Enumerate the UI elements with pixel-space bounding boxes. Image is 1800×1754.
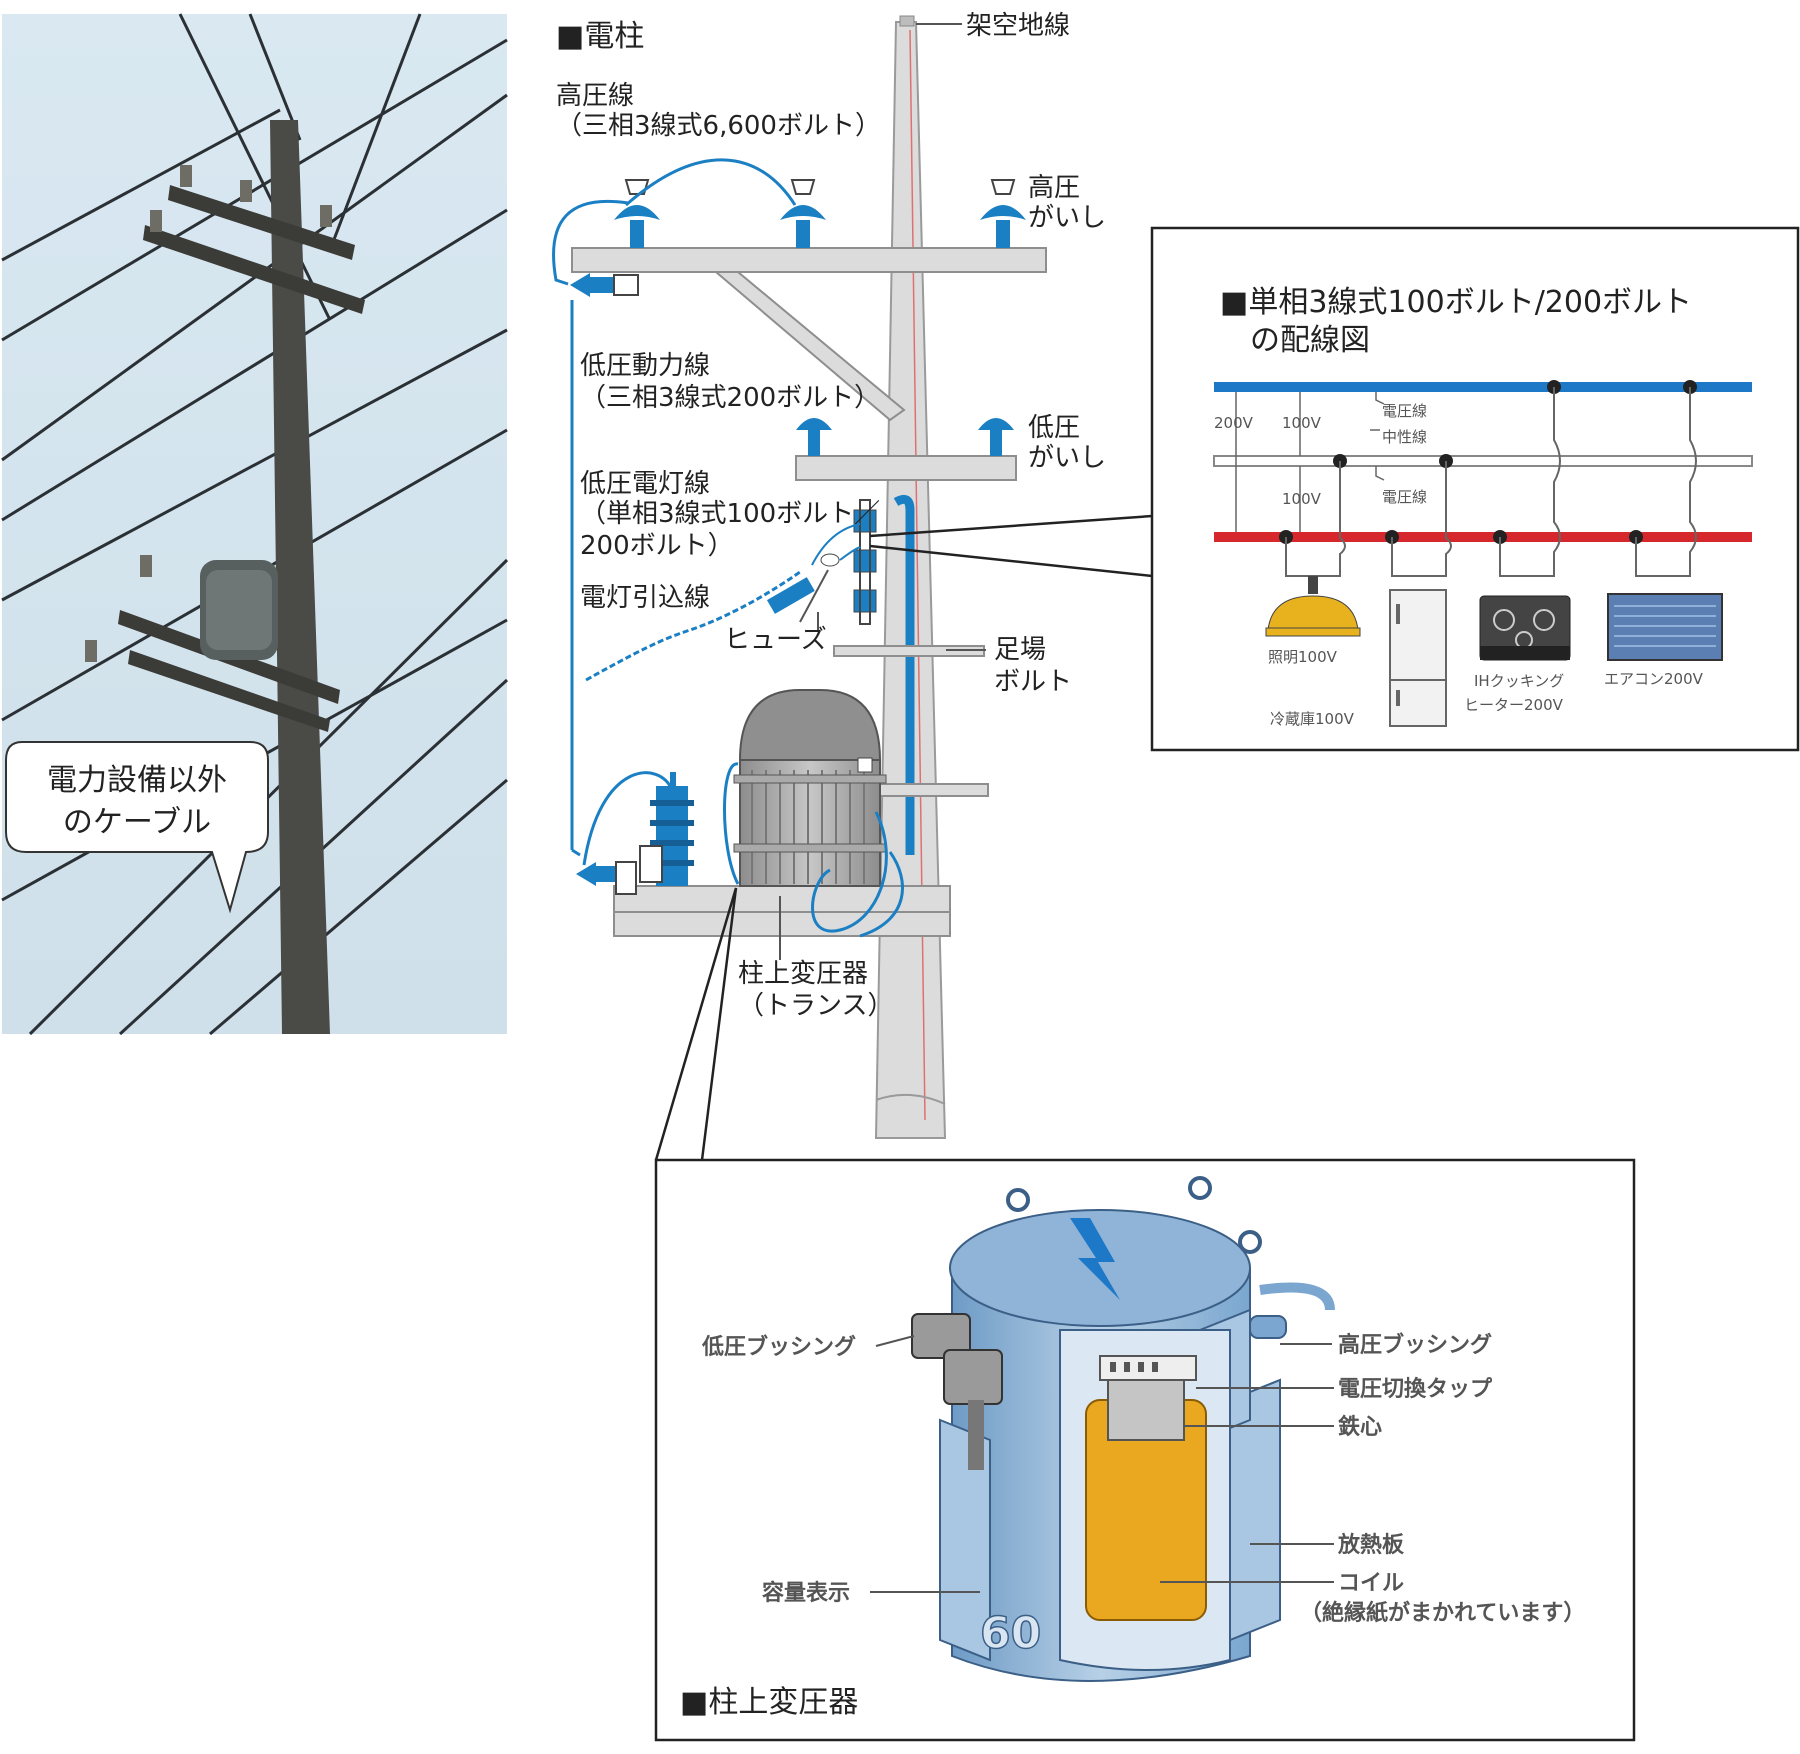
appliance-fridge-label: 冷蔵庫100V (1270, 710, 1355, 728)
iron-core (1107, 1379, 1185, 1441)
refrigerator-icon (1389, 589, 1447, 727)
cutout-switch (576, 772, 694, 895)
hv-bushing-label: 高圧ブッシング (1338, 1332, 1492, 1358)
transformer-cutaway: 60 (911, 1176, 1335, 1682)
lv-light-label-1: 低圧電灯線 (580, 469, 710, 499)
dim-100v-lower: 100V (1282, 490, 1322, 508)
step-bolt-label-2: ボルト (994, 667, 1072, 697)
service-drop-label: 電灯引込線 (580, 583, 710, 613)
capacity-label: 容量表示 (762, 1580, 850, 1606)
voltage-wire-bottom (1214, 532, 1752, 542)
ground-wire-label: 架空地線 (966, 11, 1070, 41)
air-conditioner-icon (1607, 593, 1723, 661)
coil-label-2: （絶縁紙がまかれています） (1300, 1600, 1585, 1626)
transformer-label-1: 柱上変圧器 (738, 959, 868, 989)
wiring-diagram: ■単相3線式100ボルト/200ボルト の配線図 200V 100V 100V … (1150, 226, 1800, 752)
transformer-label-2: （トランス） (738, 991, 893, 1021)
pole-diagram: ■電柱 (552, 11, 1153, 1161)
pole-section-title: ■電柱 (556, 19, 644, 54)
wiring-title-1: ■単相3線式100ボルト/200ボルト (1220, 285, 1692, 320)
bubble-line-2: のケーブル (63, 805, 211, 840)
appliance-light-label: 照明100V (1268, 648, 1338, 666)
hv-wires (552, 158, 797, 857)
step-bolt-label-1: 足場 (994, 635, 1046, 665)
ih-cooker-icon (1479, 595, 1571, 661)
hv-crossarm (571, 247, 1047, 273)
wiring-title-2: の配線図 (1250, 323, 1370, 358)
wire-neutral-label: 中性線 (1382, 428, 1427, 446)
dim-200v: 200V (1214, 414, 1254, 432)
transformer-section-title: ■柱上変圧器 (680, 1685, 858, 1720)
hv-line-label-1: 高圧線 (556, 81, 634, 111)
fuse-label: ヒューズ (724, 625, 827, 655)
lv-lighting-fittings (853, 494, 915, 855)
pole-photo: 電力設備以外 のケーブル (1, 13, 509, 1036)
pole-transformer (733, 689, 887, 887)
hv-insulator-label-2: がいし (1028, 203, 1106, 233)
lv-power-label-2: （三相3線式200ボルト） (580, 383, 880, 413)
capacity-value: 60 (980, 1608, 1041, 1659)
light-icon (1265, 576, 1361, 637)
radiator-label: 放熱板 (1337, 1532, 1405, 1558)
cable-callout-bubble: 電力設備以外 のケーブル (5, 741, 269, 914)
hv-insulators (570, 179, 1026, 297)
transformer-detail: 60 低圧ブッシング 高圧ブッシング 電圧切換タップ 鉄心 放熱板 コイル （絶… (654, 1158, 1636, 1742)
lv-crossarm (795, 455, 1017, 481)
lv-insulators (796, 418, 1014, 456)
voltage-wire-top (1214, 382, 1752, 392)
hv-insulator-label-1: 高圧 (1028, 173, 1080, 203)
lv-insulator-label-1: 低圧 (1028, 413, 1080, 443)
wire-voltage-label-2: 電圧線 (1382, 488, 1427, 506)
service-drop (585, 523, 861, 682)
hv-line-label-2: （三相3線式6,600ボルト） (556, 111, 881, 141)
lv-light-label-2: （単相3線式100ボルト／ (580, 499, 880, 529)
photo-transformer (200, 560, 278, 660)
core-label: 鉄心 (1338, 1414, 1382, 1440)
lv-bushing-label: 低圧ブッシング (701, 1334, 856, 1360)
appliance-ih-label-2: ヒーター200V (1464, 696, 1564, 714)
lv-power-label-1: 低圧動力線 (580, 351, 710, 381)
appliance-aircon-label: エアコン200V (1604, 670, 1704, 688)
lv-bushings (911, 1313, 1003, 1470)
wire-voltage-label-1: 電圧線 (1382, 402, 1427, 420)
appliance-ih-label-1: IHクッキング (1474, 672, 1564, 690)
coil-label-1: コイル (1338, 1571, 1404, 1596)
neutral-wire (1213, 455, 1753, 467)
tap-label: 電圧切換タップ (1338, 1376, 1493, 1402)
transformer-crossarm (613, 885, 951, 913)
lv-light-label-3: 200ボルト） (580, 531, 734, 561)
bubble-line-1: 電力設備以外 (47, 763, 227, 798)
lv-insulator-label-2: がいし (1028, 443, 1106, 473)
dim-100v-upper: 100V (1282, 414, 1322, 432)
hv-bushing (1249, 1282, 1335, 1339)
